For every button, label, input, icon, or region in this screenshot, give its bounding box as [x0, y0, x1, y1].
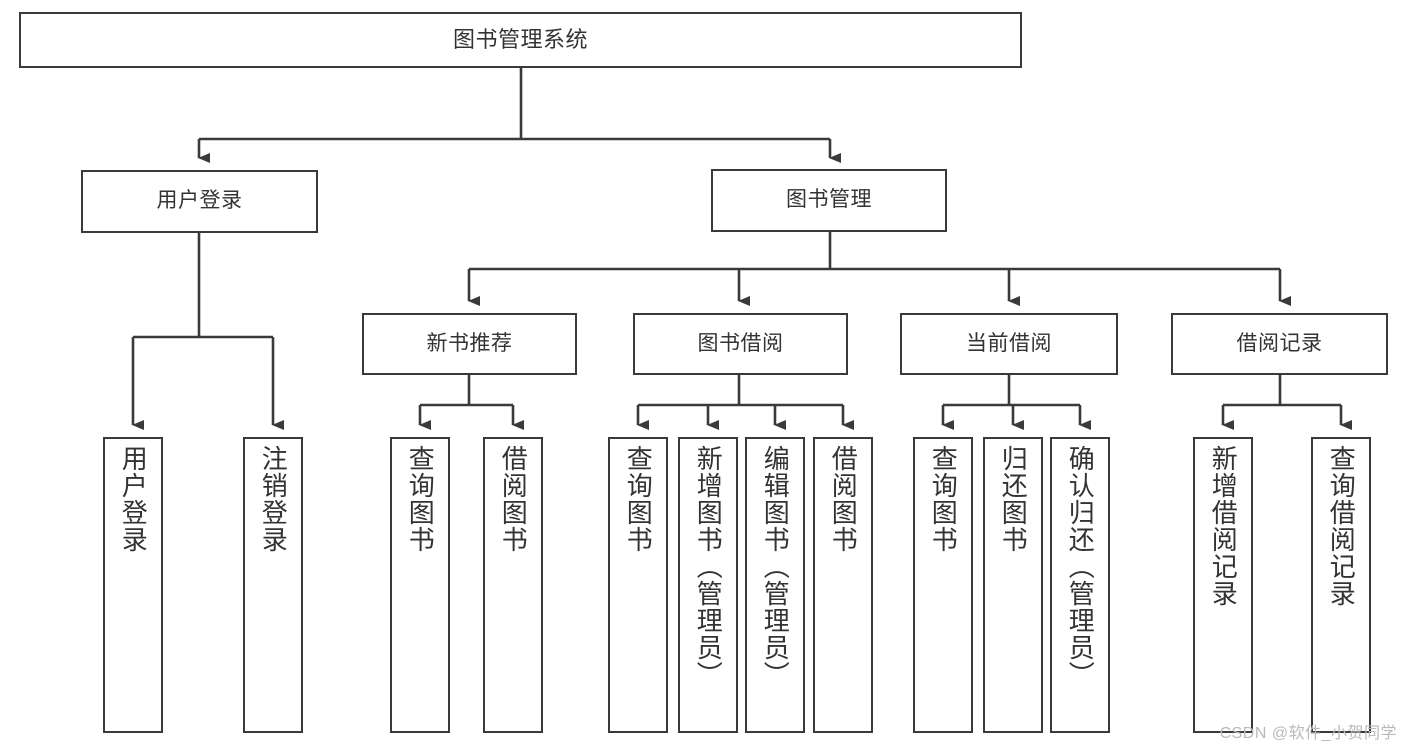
leaf-confirm-return-admin[interactable]: 确认归还（管理员） [1050, 437, 1110, 733]
node-label: 新增图书（管理员） [693, 445, 724, 688]
node-label: 当前借阅 [966, 331, 1052, 355]
leaf-query-borrow-record[interactable]: 查询借阅记录 [1311, 437, 1371, 733]
csdn-watermark: CSDN @软件_小贺同学 [1219, 725, 1397, 742]
node-label: 查询借阅记录 [1326, 445, 1357, 607]
node-label: 归还图书 [998, 445, 1029, 553]
node-borrow-records[interactable]: 借阅记录 [1171, 313, 1388, 375]
leaf-edit-book-admin[interactable]: 编辑图书（管理员） [745, 437, 805, 733]
leaf-add-book-admin[interactable]: 新增图书（管理员） [678, 437, 738, 733]
leaf-user-logout[interactable]: 注销登录 [243, 437, 303, 733]
node-label: 编辑图书（管理员） [760, 445, 791, 688]
leaf-query-books-borrow[interactable]: 查询图书 [608, 437, 668, 733]
node-label: 新书推荐 [426, 331, 513, 355]
node-label: 借阅图书 [498, 445, 529, 553]
node-label: 借阅图书 [828, 445, 859, 553]
leaf-query-books-current[interactable]: 查询图书 [913, 437, 973, 733]
node-label: 新增借阅记录 [1208, 445, 1239, 607]
node-label: 图书管理 [786, 188, 872, 212]
node-book-borrow[interactable]: 图书借阅 [633, 313, 848, 375]
leaf-borrow-books-new[interactable]: 借阅图书 [483, 437, 543, 733]
node-label: 用户登录 [156, 189, 243, 213]
node-label: 注销登录 [258, 445, 289, 553]
leaf-query-books-new[interactable]: 查询图书 [390, 437, 450, 733]
node-label: 确认归还（管理员） [1065, 445, 1096, 688]
leaf-user-login[interactable]: 用户登录 [103, 437, 163, 733]
leaf-return-books[interactable]: 归还图书 [983, 437, 1043, 733]
node-label: 图书借阅 [697, 331, 784, 355]
node-user-login[interactable]: 用户登录 [81, 170, 318, 233]
node-label: 用户登录 [118, 445, 149, 553]
leaf-add-borrow-record[interactable]: 新增借阅记录 [1193, 437, 1253, 733]
node-book-management[interactable]: 图书管理 [711, 169, 947, 232]
node-label: 查询图书 [928, 445, 959, 553]
node-label: 图书管理系统 [452, 27, 588, 53]
leaf-borrow-books[interactable]: 借阅图书 [813, 437, 873, 733]
node-label: 查询图书 [623, 445, 654, 553]
node-root-system[interactable]: 图书管理系统 [19, 12, 1022, 68]
node-label: 借阅记录 [1236, 331, 1323, 355]
node-label: 查询图书 [405, 445, 436, 553]
node-current-borrow[interactable]: 当前借阅 [900, 313, 1118, 375]
node-new-book-recommend[interactable]: 新书推荐 [362, 313, 577, 375]
